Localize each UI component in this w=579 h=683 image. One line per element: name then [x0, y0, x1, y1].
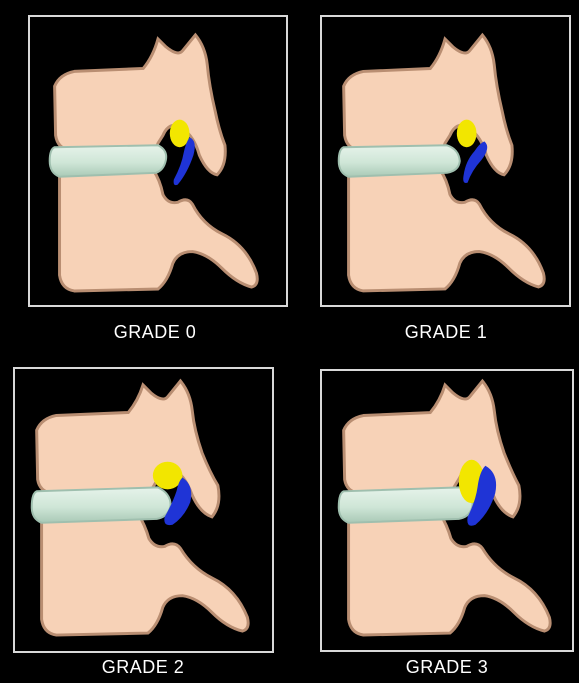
nerve-root-oval: [153, 462, 183, 490]
panel-grade-2: [13, 367, 274, 653]
panel-caption-2: GRADE 2: [88, 657, 198, 678]
intervertebral-disc-shape: [50, 145, 167, 177]
spine-illustration: [322, 17, 569, 305]
spine-illustration: [30, 17, 286, 305]
intervertebral-disc-shape: [339, 487, 473, 522]
panel-grade-0: [28, 15, 288, 307]
panel-grade-3: [320, 369, 574, 652]
lower-vertebra-shape: [349, 170, 545, 291]
spine-illustration: [15, 369, 272, 651]
nerve-root-oval: [457, 120, 477, 148]
lower-vertebra-shape: [42, 514, 249, 635]
panel-caption-3: GRADE 3: [392, 657, 502, 678]
intervertebral-disc-shape: [339, 145, 460, 176]
lower-vertebra-shape: [349, 514, 551, 635]
spine-illustration: [322, 371, 572, 650]
blue-structure: [463, 141, 487, 183]
panel-grade-1: [320, 15, 571, 307]
intervertebral-disc-shape: [32, 487, 171, 522]
panel-caption-0: GRADE 0: [100, 322, 210, 343]
lower-vertebra-shape: [60, 170, 258, 291]
panel-caption-1: GRADE 1: [391, 322, 501, 343]
